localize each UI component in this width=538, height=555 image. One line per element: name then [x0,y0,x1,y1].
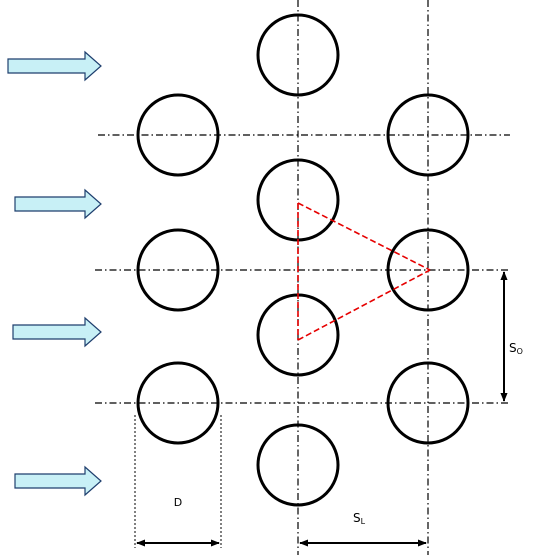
tube [256,423,340,507]
tube [136,228,220,312]
flow-arrow-icon [14,465,102,497]
diameter-label: D [174,496,182,509]
longitudinal-pitch-label: SL [353,511,366,526]
tube [136,361,220,445]
flow-arrow-icon [12,316,102,348]
pitch-triangle [297,202,431,341]
flow-arrow-icon [7,50,102,82]
diameter-dimension [134,415,222,548]
tube [256,13,340,97]
centerlines [95,0,510,555]
tubes [136,13,470,507]
tube [386,361,470,445]
tube [136,93,220,177]
flow-arrow-icon [14,188,102,220]
transverse-pitch-label: SO [509,341,523,356]
triangle-lower-side [297,269,431,341]
tube [386,228,470,312]
tube [386,93,470,177]
flow-arrows [7,50,102,497]
triangle-upper-side [297,202,431,271]
